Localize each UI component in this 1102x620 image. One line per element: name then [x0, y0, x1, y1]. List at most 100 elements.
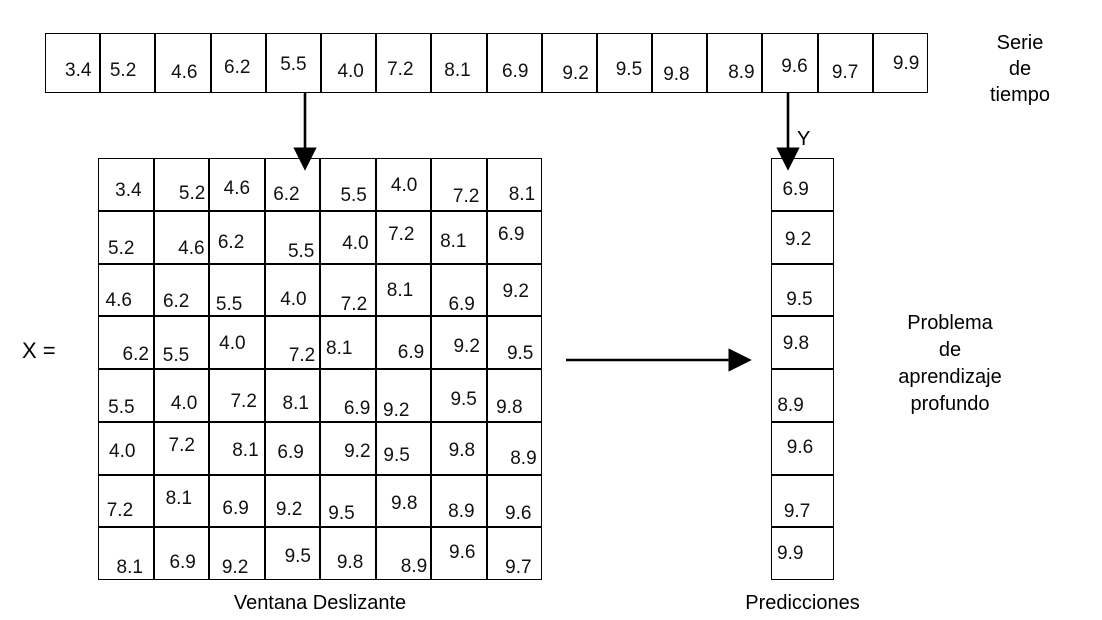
time-series-cell-value: 6.2: [224, 57, 251, 79]
x-matrix-label: X =: [22, 338, 56, 363]
time-series-cell-value: 8.1: [444, 59, 471, 81]
sliding-window-cell: 6.9: [209, 474, 265, 528]
sliding-window-cell-value: 9.2: [275, 498, 303, 520]
sliding-window-cell-value: 6.2: [122, 343, 149, 365]
time-series-cell-value: 3.4: [65, 60, 92, 82]
time-series-cell: 6.2: [210, 33, 266, 93]
sliding-window-cell-value: 6.9: [498, 223, 525, 245]
sliding-window-cell: 5.5: [98, 369, 154, 422]
sliding-window-cell: 6.2: [209, 210, 265, 264]
sliding-window-cell: 9.2: [486, 263, 542, 317]
time-series-cell: 3.4: [45, 33, 101, 93]
sliding-window-cell: 6.9: [153, 527, 209, 580]
time-series-cell: 8.1: [431, 33, 487, 93]
sliding-window-cell: 9.5: [320, 474, 376, 528]
sliding-window-cell: 5.2: [153, 158, 209, 211]
sliding-window-cell: 6.9: [431, 263, 487, 317]
prediction-cell: 9.5: [771, 263, 834, 317]
sliding-window-cell: 4.0: [320, 210, 376, 264]
time-series-cell-value: 9.9: [892, 52, 920, 74]
sliding-window-cell: 7.2: [431, 158, 487, 211]
sliding-window-cell-value: 9.5: [383, 444, 410, 466]
sliding-window-cell-value: 8.1: [440, 230, 467, 252]
time-series-cell: 9.7: [817, 33, 873, 93]
sliding-window-cell-value: 8.1: [508, 183, 536, 205]
sliding-window-cell: 9.2: [320, 421, 376, 475]
sliding-window-cell-value: 8.9: [448, 501, 475, 523]
sliding-window-cell: 5.2: [98, 210, 154, 264]
sliding-window-cell: 4.0: [264, 263, 320, 317]
prediction-cell-value: 9.2: [784, 229, 812, 251]
sliding-window-cell: 4.6: [209, 158, 265, 211]
time-series-cell: 6.9: [486, 33, 542, 93]
sliding-window-cell: 8.1: [320, 316, 376, 369]
prediction-cell: 9.8: [771, 316, 834, 369]
sliding-window-cell-value: 9.8: [336, 552, 364, 573]
sliding-window-cell-value: 4.6: [105, 289, 132, 311]
sliding-window-cell-value: 6.9: [397, 342, 425, 364]
prediction-cell: 9.6: [771, 421, 834, 475]
sliding-window-cell: 9.6: [431, 527, 487, 580]
sliding-window-cell-value: 6.9: [343, 397, 371, 419]
sliding-window-cell-value: 5.2: [108, 238, 135, 260]
deep-learning-problem-label: Problema de aprendizaje profundo: [898, 312, 1002, 415]
sliding-window-cell: 6.9: [486, 210, 542, 264]
sliding-window-cell: 9.2: [375, 369, 431, 422]
sliding-window-cell-value: 8.1: [232, 439, 259, 461]
time-series-cell-value: 9.5: [615, 59, 643, 81]
prediction-cell-value: 9.7: [783, 500, 811, 522]
sliding-window-cell: 4.6: [153, 210, 209, 264]
prediction-cell-value: 6.9: [782, 179, 809, 201]
sliding-window-cell: 5.5: [209, 263, 265, 317]
sliding-window-cell: 8.9: [431, 474, 487, 528]
y-column-label: Y: [797, 128, 811, 150]
sliding-window-cell-value: 4.6: [178, 237, 205, 259]
sliding-window-cell-value: 6.9: [169, 552, 196, 573]
sliding-window-cell-value: 6.9: [448, 293, 475, 315]
time-series-cell: 8.9: [707, 33, 763, 93]
sliding-window-cell: 6.2: [98, 316, 154, 369]
sliding-window-cell-value: 9.8: [448, 440, 476, 462]
time-series-cell-value: 9.8: [663, 63, 690, 85]
sliding-window-cell: 8.1: [153, 474, 209, 528]
sliding-window-cell-value: 5.5: [162, 344, 190, 366]
sliding-window-cell-value: 9.2: [453, 336, 480, 358]
sliding-window-cell-value: 6.2: [217, 232, 245, 254]
sliding-window-cell-value: 7.2: [168, 435, 195, 457]
sliding-window-caption: Ventana Deslizante: [233, 592, 407, 614]
sliding-window-cell-value: 3.4: [115, 179, 142, 201]
time-series-cell-value: 9.6: [781, 56, 808, 78]
sliding-window-cell-value: 9.8: [496, 396, 523, 418]
sliding-window-cell: 9.8: [431, 421, 487, 475]
time-series-cell: 9.5: [596, 33, 653, 93]
time-series-cell-value: 5.5: [280, 53, 307, 75]
sliding-window-cell: 9.6: [486, 474, 542, 528]
sliding-window-cell-value: 9.6: [449, 542, 476, 564]
time-series-cell-value: 7.2: [387, 58, 414, 80]
sliding-window-cell-value: 4.0: [109, 440, 136, 462]
sliding-window-cell-value: 9.5: [450, 389, 477, 411]
time-series-cell-value: 9.2: [562, 63, 589, 85]
sliding-window-cell: 6.9: [264, 421, 320, 475]
sliding-window-cell: 6.2: [153, 263, 209, 317]
sliding-window-cell-value: 5.2: [178, 182, 206, 204]
sliding-window-cell-value: 9.5: [284, 545, 311, 567]
sliding-window-cell: 7.2: [153, 421, 209, 475]
time-series-cell: 9.9: [872, 33, 928, 93]
time-series-cell: 4.0: [320, 33, 377, 93]
sliding-window-cell-value: 5.5: [215, 294, 243, 316]
sliding-window-cell: 4.0: [209, 316, 265, 369]
sliding-window-cell: 4.0: [375, 158, 431, 211]
sliding-window-cell: 4.0: [98, 421, 154, 475]
sliding-window-cell-value: 4.0: [170, 392, 198, 414]
time-series-cell: 7.2: [376, 33, 432, 93]
time-series-cell-value: 9.7: [831, 61, 859, 83]
prediction-cell-value: 9.9: [777, 542, 804, 564]
time-series-cell: 9.8: [652, 33, 708, 93]
prediction-cell: 6.9: [771, 158, 834, 211]
sliding-window-cell-value: 7.2: [230, 390, 257, 412]
sliding-window-cell-value: 4.0: [390, 174, 418, 196]
sliding-window-cell: 5.5: [320, 158, 376, 211]
